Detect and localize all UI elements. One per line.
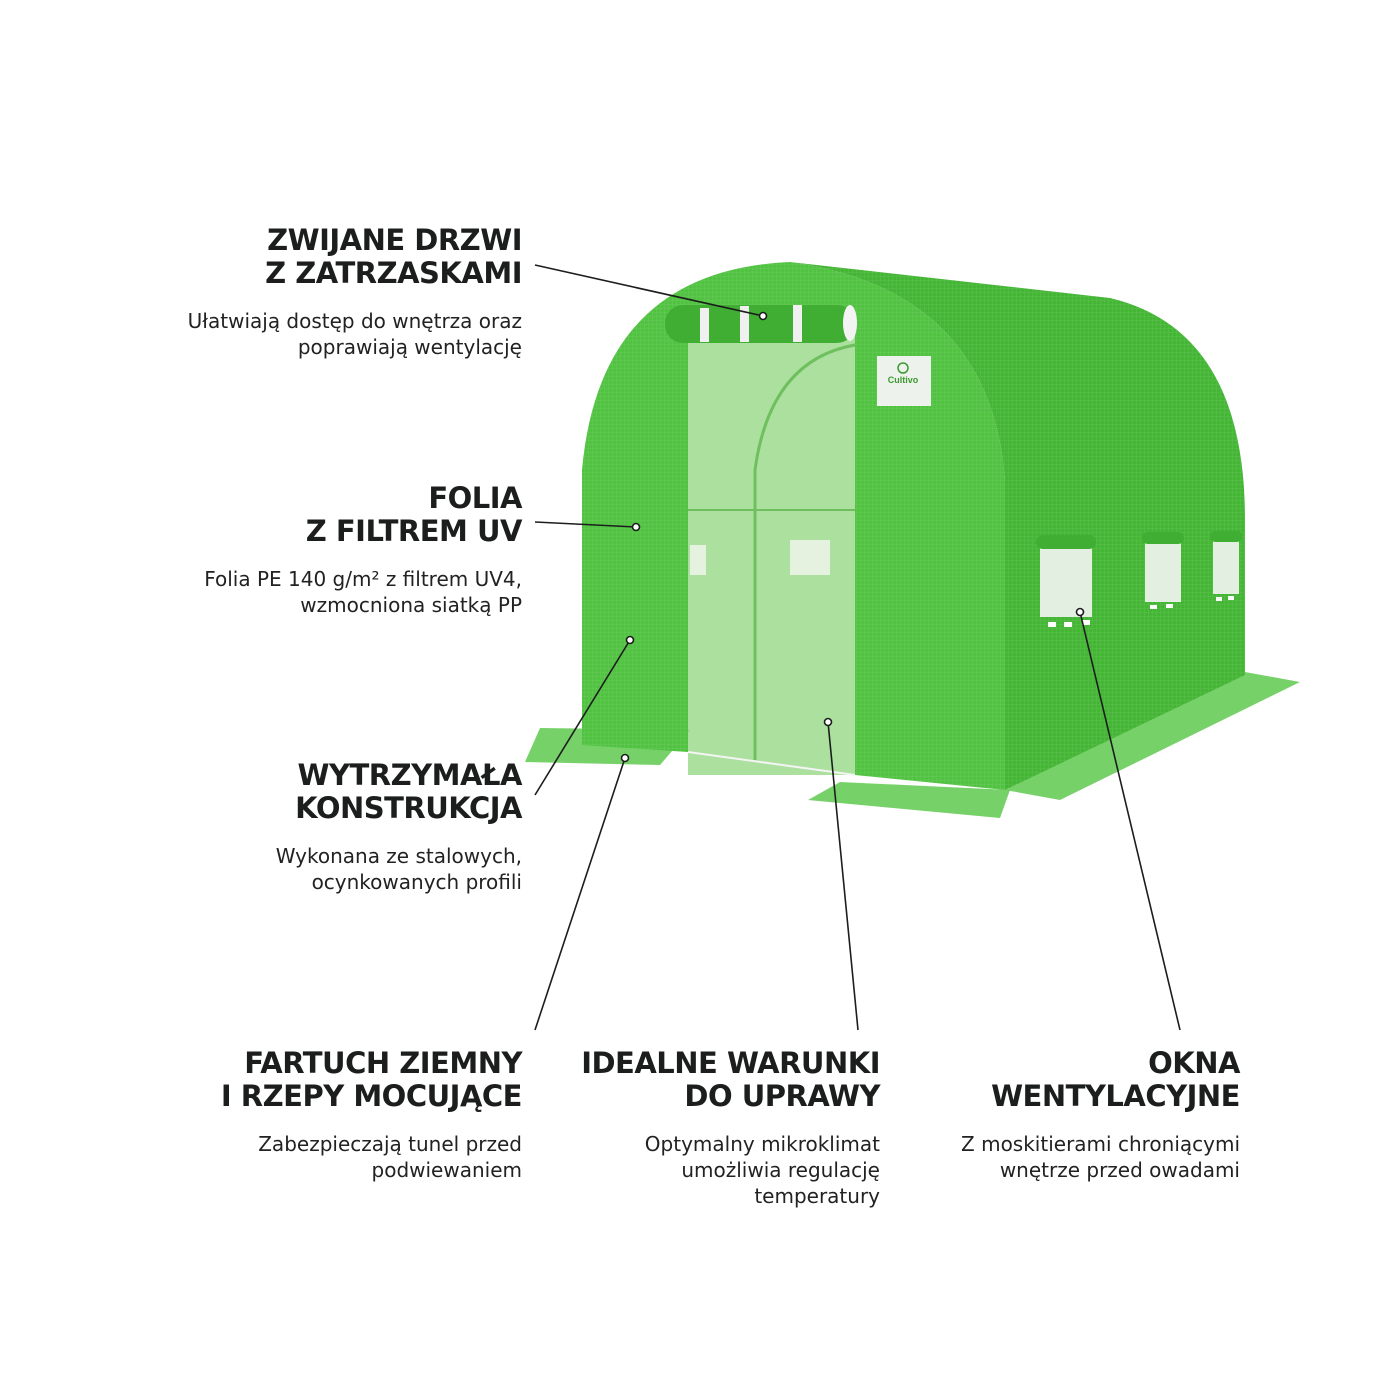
feature-desc: Z moskitierami chroniącymi bbox=[961, 1132, 1240, 1156]
rolled-door bbox=[665, 305, 855, 343]
feature-title: WYTRZYMAŁA bbox=[297, 758, 523, 792]
feature-desc: ocynkowanych profili bbox=[311, 870, 522, 894]
feature-title: DO UPRAWY bbox=[684, 1079, 880, 1113]
feature-title: ZWIJANE DRZWI bbox=[267, 223, 522, 257]
feature-desc: temperatury bbox=[754, 1184, 880, 1208]
feature-desc: Zabezpieczają tunel przed bbox=[258, 1132, 522, 1156]
feature-title: FARTUCH ZIEMNY bbox=[244, 1046, 522, 1080]
feature-title: Z ZATRZASKAMI bbox=[265, 256, 522, 290]
feature-title: Z FILTREM UV bbox=[305, 514, 523, 548]
feature-desc: Wykonana ze stalowych, bbox=[275, 844, 522, 868]
feature-title: KONSTRUKCJA bbox=[295, 791, 522, 825]
brand-sign bbox=[877, 356, 931, 406]
feature-desc: umożliwia regulację bbox=[681, 1158, 880, 1182]
feature-title: IDEALNE WARUNKI bbox=[581, 1046, 880, 1080]
feature-title: OKNA bbox=[1148, 1046, 1240, 1080]
feature-title: FOLIA bbox=[428, 481, 522, 515]
feature-desc: Optymalny mikroklimat bbox=[644, 1132, 880, 1156]
ground-skirt-front bbox=[808, 782, 1010, 818]
callout-lines bbox=[534, 264, 1181, 1031]
feature-title: I RZEPY MOCUJĄCE bbox=[220, 1079, 523, 1113]
feature-desc: wnętrze przed owadami bbox=[999, 1158, 1240, 1182]
feature-desc: poprawiają wentylację bbox=[297, 335, 522, 359]
ventilation-windows bbox=[1036, 531, 1242, 627]
feature-title: WENTYLACYJNE bbox=[991, 1079, 1240, 1113]
feature-desc: podwiewaniem bbox=[371, 1158, 522, 1182]
feature-desc: Ułatwiają dostęp do wnętrza oraz bbox=[187, 309, 522, 333]
feature-desc: Folia PE 140 g/m² z filtrem UV4, bbox=[204, 567, 522, 591]
feature-desc: wzmocniona siatką PP bbox=[300, 593, 522, 617]
ground-skirt-side bbox=[1005, 672, 1300, 800]
svg-text:Cultivo: Cultivo bbox=[888, 375, 919, 385]
